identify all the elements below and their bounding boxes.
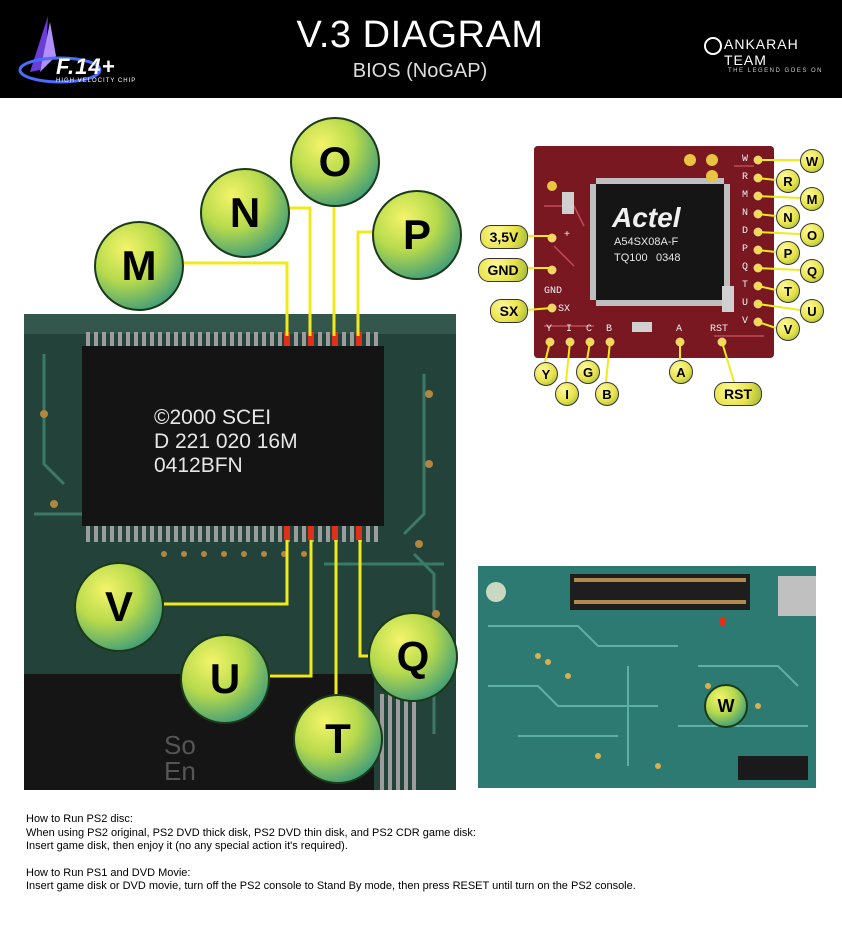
pin-label-w: W: [742, 154, 749, 165]
point-m-label: M: [94, 221, 184, 311]
team-name: ANKARAH TEAM: [724, 36, 799, 68]
pin-label-u: U: [742, 298, 749, 309]
pin-label-t: T: [742, 280, 749, 291]
ps1-heading: How to Run PS1 and DVD Movie:: [26, 866, 191, 879]
pin-label-c: C: [586, 324, 593, 335]
callout-g: G: [576, 360, 600, 384]
modchip-model: A54SX08A-F: [614, 236, 679, 248]
point-v-label: V: [74, 562, 164, 652]
page-title: V.3 DIAGRAM: [296, 14, 544, 56]
callout-o: O: [800, 223, 824, 247]
bios-marking-line1: ©2000 SCEI: [154, 406, 272, 429]
ankarah-team-logo: ANKARAH TEAM THE LEGEND GOES ON: [704, 36, 842, 74]
bios-chip-marking: ©2000 SCEI D 221 020 16M 0412BFN: [154, 406, 298, 478]
pin-label-plus: +: [564, 230, 571, 241]
ps2-line2: Insert game disk, then enjoy it (no any …: [26, 840, 348, 853]
team-tagline: THE LEGEND GOES ON: [728, 68, 824, 74]
ps2-line1: When using PS2 original, PS2 DVD thick d…: [26, 826, 476, 839]
callout-sx: SX: [490, 299, 528, 323]
pin-label-v: V: [742, 316, 749, 327]
motherboard-photo: [478, 566, 816, 788]
point-u-label: U: [180, 634, 270, 724]
point-o-label: O: [290, 117, 380, 207]
callout-t: T: [776, 279, 800, 303]
callout-i: I: [555, 382, 579, 406]
point-p-label: P: [372, 190, 462, 280]
callout-a: A: [669, 360, 693, 384]
callout-n: N: [776, 205, 800, 229]
modchip-code1: TQ100: [614, 252, 648, 264]
callout-gnd: GND: [478, 258, 528, 282]
pin-label-r: R: [742, 172, 749, 183]
callout-q: Q: [800, 259, 824, 283]
page-subtitle: BIOS (NoGAP): [352, 60, 488, 82]
callout-board-w: W: [704, 684, 748, 728]
modchip-code2: 0348: [656, 252, 681, 264]
pin-label-rst: RST: [710, 324, 729, 335]
pin-label-a: A: [676, 324, 683, 335]
callout-u: U: [800, 299, 824, 323]
callout-3-5v: 3,5V: [480, 225, 528, 249]
pin-label-n: N: [742, 208, 749, 219]
pin-label-d: D: [742, 226, 749, 237]
pin-label-m: M: [742, 190, 749, 201]
bios-marking-line3: 0412BFN: [154, 454, 243, 477]
point-t-label: T: [293, 694, 383, 784]
ring-icon: [704, 37, 722, 55]
callout-m: M: [800, 187, 824, 211]
callout-y: Y: [534, 362, 558, 386]
callout-p: P: [776, 241, 800, 265]
bios-marking-line2: D 221 020 16M: [154, 430, 298, 453]
point-q-label: Q: [368, 612, 458, 702]
instructions-text: How to Run PS2 disc: When using PS2 orig…: [26, 813, 826, 894]
modchip-photo: Actel A54SX08A-F TQ100 0348 + GND SX W R…: [534, 146, 774, 358]
board-print-text: So En: [164, 730, 196, 786]
callout-rst: RST: [714, 382, 762, 406]
f14-logo: F.14+ HIGH VELOCITY CHIP: [16, 12, 146, 88]
ps1-line1: Insert game disk or DVD movie, turn off …: [26, 880, 636, 893]
point-n-label: N: [200, 168, 290, 258]
pin-label-p: P: [742, 244, 749, 255]
callout-b: B: [595, 382, 619, 406]
pin-label-i: I: [566, 324, 573, 335]
callout-v: V: [776, 317, 800, 341]
callout-r: R: [776, 169, 800, 193]
brand-tagline: HIGH VELOCITY CHIP: [56, 78, 137, 84]
pin-label-gnd: GND: [544, 286, 563, 297]
pin-label-q: Q: [742, 262, 749, 273]
ps2-heading: How to Run PS2 disc:: [26, 813, 133, 825]
callout-w: W: [800, 149, 824, 173]
pin-label-sx: SX: [558, 304, 571, 315]
header-bar: F.14+ HIGH VELOCITY CHIP V.3 DIAGRAM BIO…: [0, 0, 842, 98]
pin-label-b: B: [606, 324, 613, 335]
pin-label-y: Y: [546, 324, 553, 335]
brand-logo-text: F.14+: [56, 54, 116, 79]
actel-brand: Actel: [612, 202, 681, 233]
